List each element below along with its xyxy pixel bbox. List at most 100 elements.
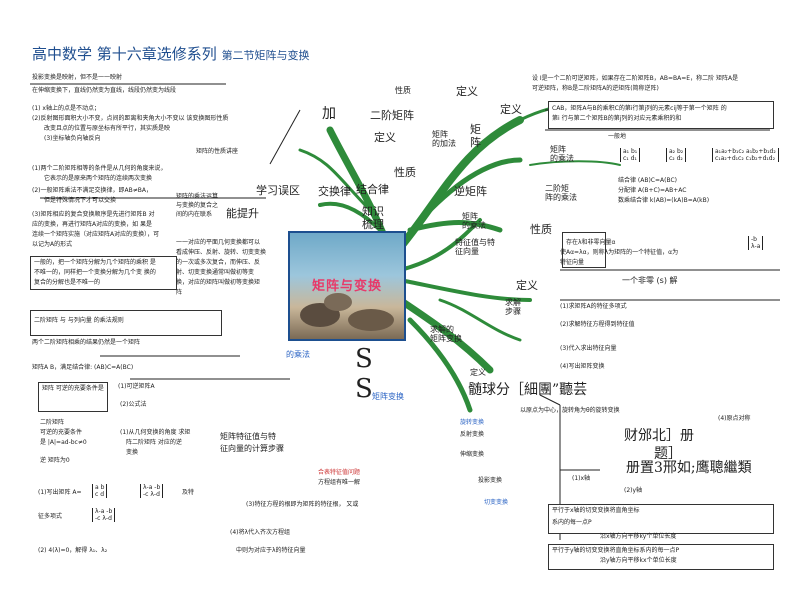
left-text-4: (2)反射图形面积大小不变，点间的距离和夹角大小不变以 该变换图形性质 xyxy=(32,115,229,122)
left-text-18: 复合的分解也是不唯一的 xyxy=(34,279,101,286)
right-text-32: 沿x轴方向平移ky个单位长度 xyxy=(600,533,677,540)
mid-text-9: 阵 xyxy=(176,289,183,296)
bottom-text-4: 二阶矩阵 xyxy=(40,419,65,426)
right-text-18: 以原点为中心，旋转角为θ的旋转变换 xyxy=(520,407,620,414)
bottom-text-12: 及特 xyxy=(182,489,195,496)
page-title: 高中数学 第十六章选修系列 第二节矩阵与变换 xyxy=(32,45,310,63)
node-definition-2: 定义 xyxy=(500,103,522,116)
bottom-text-11: (1)写出矩阵 A= xyxy=(38,489,82,496)
node-transform: 求解的 矩阵变换 xyxy=(430,325,462,344)
s-glyph-2: S xyxy=(355,374,373,404)
left-text-21: 矩阵A B，满足结合律: (AB)C=A(BC) xyxy=(32,364,134,371)
mid-text-3: 间的内在联系 xyxy=(176,211,213,218)
right-text-26: 投影变换 xyxy=(478,477,503,484)
right-text-34: 沿y轴方向平移kx个单位长度 xyxy=(600,557,677,564)
mid-text-8: 换，对应的矩阵叫做初等变换矩 xyxy=(176,279,261,286)
right-text-29: (2)y轴 xyxy=(624,487,643,494)
node-property-r: 性质 xyxy=(395,86,411,95)
mid-text-1: 矩阵的乘法运算 xyxy=(176,193,219,200)
right-text-25: 伸缩变换 xyxy=(460,451,485,458)
left-text-6: (3)坐标轴负向轴反向 xyxy=(44,135,101,142)
right-text-31: 系内的每一点P xyxy=(552,519,592,526)
right-text-16: (4)写出矩阵变换 xyxy=(560,363,605,370)
eigen-box xyxy=(562,232,606,268)
right-text-3: CAB，矩阵A与B的乘积C的第i行第j列的元素cij等于第一个矩阵 的 xyxy=(552,105,727,112)
bottom-text-17: 合表特征值问题 xyxy=(318,469,361,476)
node-mult-right: 矩阵 的乘法 xyxy=(550,145,574,164)
right-text-6: 结合律 (AB)C=A(BC) xyxy=(618,177,678,184)
left-text-17: 不唯一的，同样把一个变换分解为几个变 换的 xyxy=(34,269,156,276)
node-second-matrix: 二阶矩阵 xyxy=(370,109,414,122)
right-text-15: (3)代入求出特征向量 xyxy=(560,345,617,352)
knowledge-label: 知识 梳理 xyxy=(362,205,384,231)
node-inverse: 逆矩阵 xyxy=(454,185,487,198)
right-text-5: 一般地 xyxy=(608,133,627,140)
bottom-text-15: 矩阵特征值与特 xyxy=(220,432,276,441)
right-text-8: 数乘结合律 k(AB)=(kA)B=A(kB) xyxy=(618,197,710,204)
right-text-11: 特征向量 xyxy=(560,259,585,266)
node-eigen: 特征值与特 征向量 xyxy=(455,238,495,257)
decomposition-box xyxy=(30,256,177,290)
left-text-12: (3)矩阵相应的复合变换顺序是先进行矩阵B 对 xyxy=(32,211,155,218)
shear-x-box xyxy=(548,504,774,534)
right-text-13: (1)求矩阵A的特征多项式 xyxy=(560,303,627,310)
right-text-7: 分配律 A(B+C)=AB+AC xyxy=(618,187,687,194)
bottom-text-7: 逆 矩阵为0 xyxy=(40,457,70,464)
node-second-order: 二阶矩 阵的乘法 xyxy=(545,184,577,203)
node-commut: 交换律 xyxy=(318,185,351,198)
photo-banner: 矩阵与变换 xyxy=(311,279,382,294)
node-assoc: 结合律 xyxy=(356,183,389,196)
stone-shape xyxy=(348,309,394,331)
left-text-7: 矩阵的性质讲座 xyxy=(196,148,239,155)
bottom-text-13: 征多项式 xyxy=(38,513,63,520)
center-photo: 矩阵与变换 xyxy=(288,231,406,341)
right-text-33: 平行于y轴的切变变换将直角坐标系内的每一点P xyxy=(552,547,680,554)
shear-y-box xyxy=(548,544,774,570)
rotation-label: 矩阵变换 xyxy=(372,392,404,401)
multiplication-box xyxy=(30,310,222,336)
mid-text-6: 的一次或多次复合，而伸压、反 xyxy=(176,259,261,266)
mid-text-7: 射、切变变换通常叫做初等变 xyxy=(176,269,255,276)
bottom-text-19: (3)特征方程的根即为矩阵的特征根， 又或 xyxy=(246,501,359,508)
node-property-2: 性质 xyxy=(530,223,552,236)
node-steps: 求解 步骤 xyxy=(505,298,521,317)
left-text-3: (1) x轴上的点是不动点； xyxy=(32,105,100,112)
node-definition-3: 定义 xyxy=(374,131,396,144)
node-definition-mid: 定义 xyxy=(470,368,486,377)
left-text-2: 在伸缩变换下，直线仍然变为直线，线段仍然变为线段 xyxy=(32,87,177,94)
bottom-text-8: (1)从几何变换的角度 求矩 xyxy=(120,429,191,436)
right-text-12: 一个非零 (s) 解 xyxy=(622,276,678,285)
node-definition-r1: 定义 xyxy=(516,279,538,292)
right-text-2: 可逆矩阵，称B是二阶矩阵A的逆矩阵(简称逆阵) xyxy=(532,85,659,92)
node-matrix-add: 矩阵 的加法 xyxy=(432,130,456,149)
left-text-11: 但是特殊情况下才可以交换 xyxy=(44,197,117,204)
left-text-9: 它表示的是原来两个矩阵的连续两次变换 xyxy=(44,175,153,182)
right-text-28: (1)x轴 xyxy=(572,475,591,482)
mid-text-2: 与变换的复合之 xyxy=(176,202,219,209)
bottom-text-21: 中则为对应于λ的特征向量 xyxy=(236,547,306,554)
node-matrix-mult: 矩阵 的乘法 xyxy=(462,212,486,231)
right-text-9: 存在λ和非零向量α xyxy=(566,239,616,246)
bottom-text-1: 矩阵 可逆的充要条件是 xyxy=(42,385,104,392)
inverse-condition-box xyxy=(38,382,108,412)
node-property: 性质 xyxy=(394,166,416,179)
mid-text-5: 看成伸压、反射、旋转、切变变换 xyxy=(176,249,267,256)
bottom-text-16: 征向量的计算步骤 xyxy=(220,444,284,453)
review-label: 学习误区 xyxy=(256,184,300,197)
left-text-1: 投影变换是映射，但不是一一映射 xyxy=(32,74,123,81)
s-glyph-1: S xyxy=(355,344,373,374)
improve-label: 能提升 xyxy=(226,207,259,220)
left-text-19: 二阶矩阵 与 与列向量 的乘法规则 xyxy=(34,317,124,324)
title-section: 第二节矩阵与变换 xyxy=(221,49,310,62)
poly-matrix: λ-a -b-c λ-d xyxy=(92,508,116,523)
title-main: 高中数学 第十六章选修系列 xyxy=(32,45,217,63)
right-heading-23: 题］ xyxy=(654,446,682,462)
lambda-matrix: λ-a -b-c λ-d xyxy=(140,484,164,499)
right-text-19: (4)原点对称 xyxy=(718,415,751,422)
right-text-1: 设 I是一个二阶可逆矩阵，如果存在二阶矩阵B，AB=BA=E，称二阶 矩阵A是 xyxy=(532,75,739,82)
